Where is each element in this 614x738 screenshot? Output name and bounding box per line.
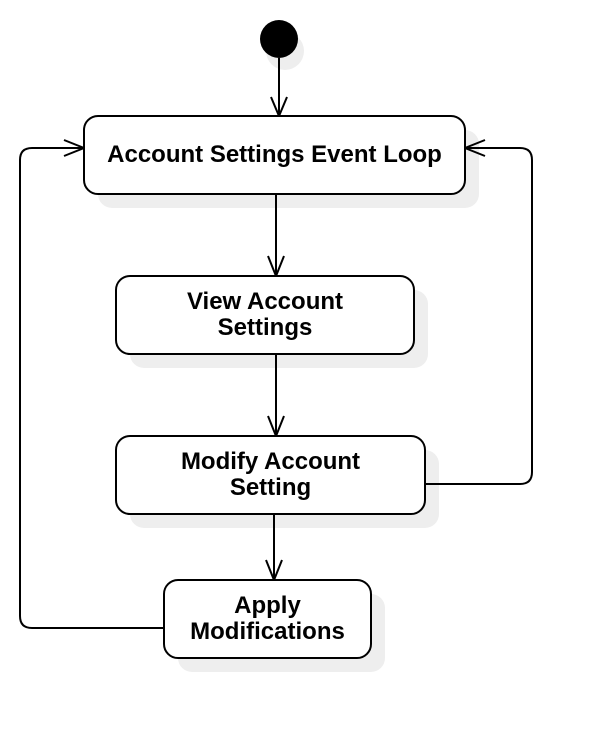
view-settings-label: View Account Settings xyxy=(186,288,344,341)
apply-modifications-box xyxy=(163,579,372,659)
edge-apply-to-event-loop xyxy=(19,147,164,629)
apply-modifications-label: Apply Modifications xyxy=(190,592,345,645)
view-settings-box xyxy=(115,275,415,355)
event-loop-box xyxy=(83,115,466,195)
modify-setting-label: Modify Account Setting xyxy=(180,448,361,501)
modify-setting-box xyxy=(115,435,426,515)
event-loop-label: Account Settings Event Loop xyxy=(107,141,442,168)
initial-node xyxy=(260,20,298,58)
edge-modify-to-event-loop xyxy=(425,147,533,485)
